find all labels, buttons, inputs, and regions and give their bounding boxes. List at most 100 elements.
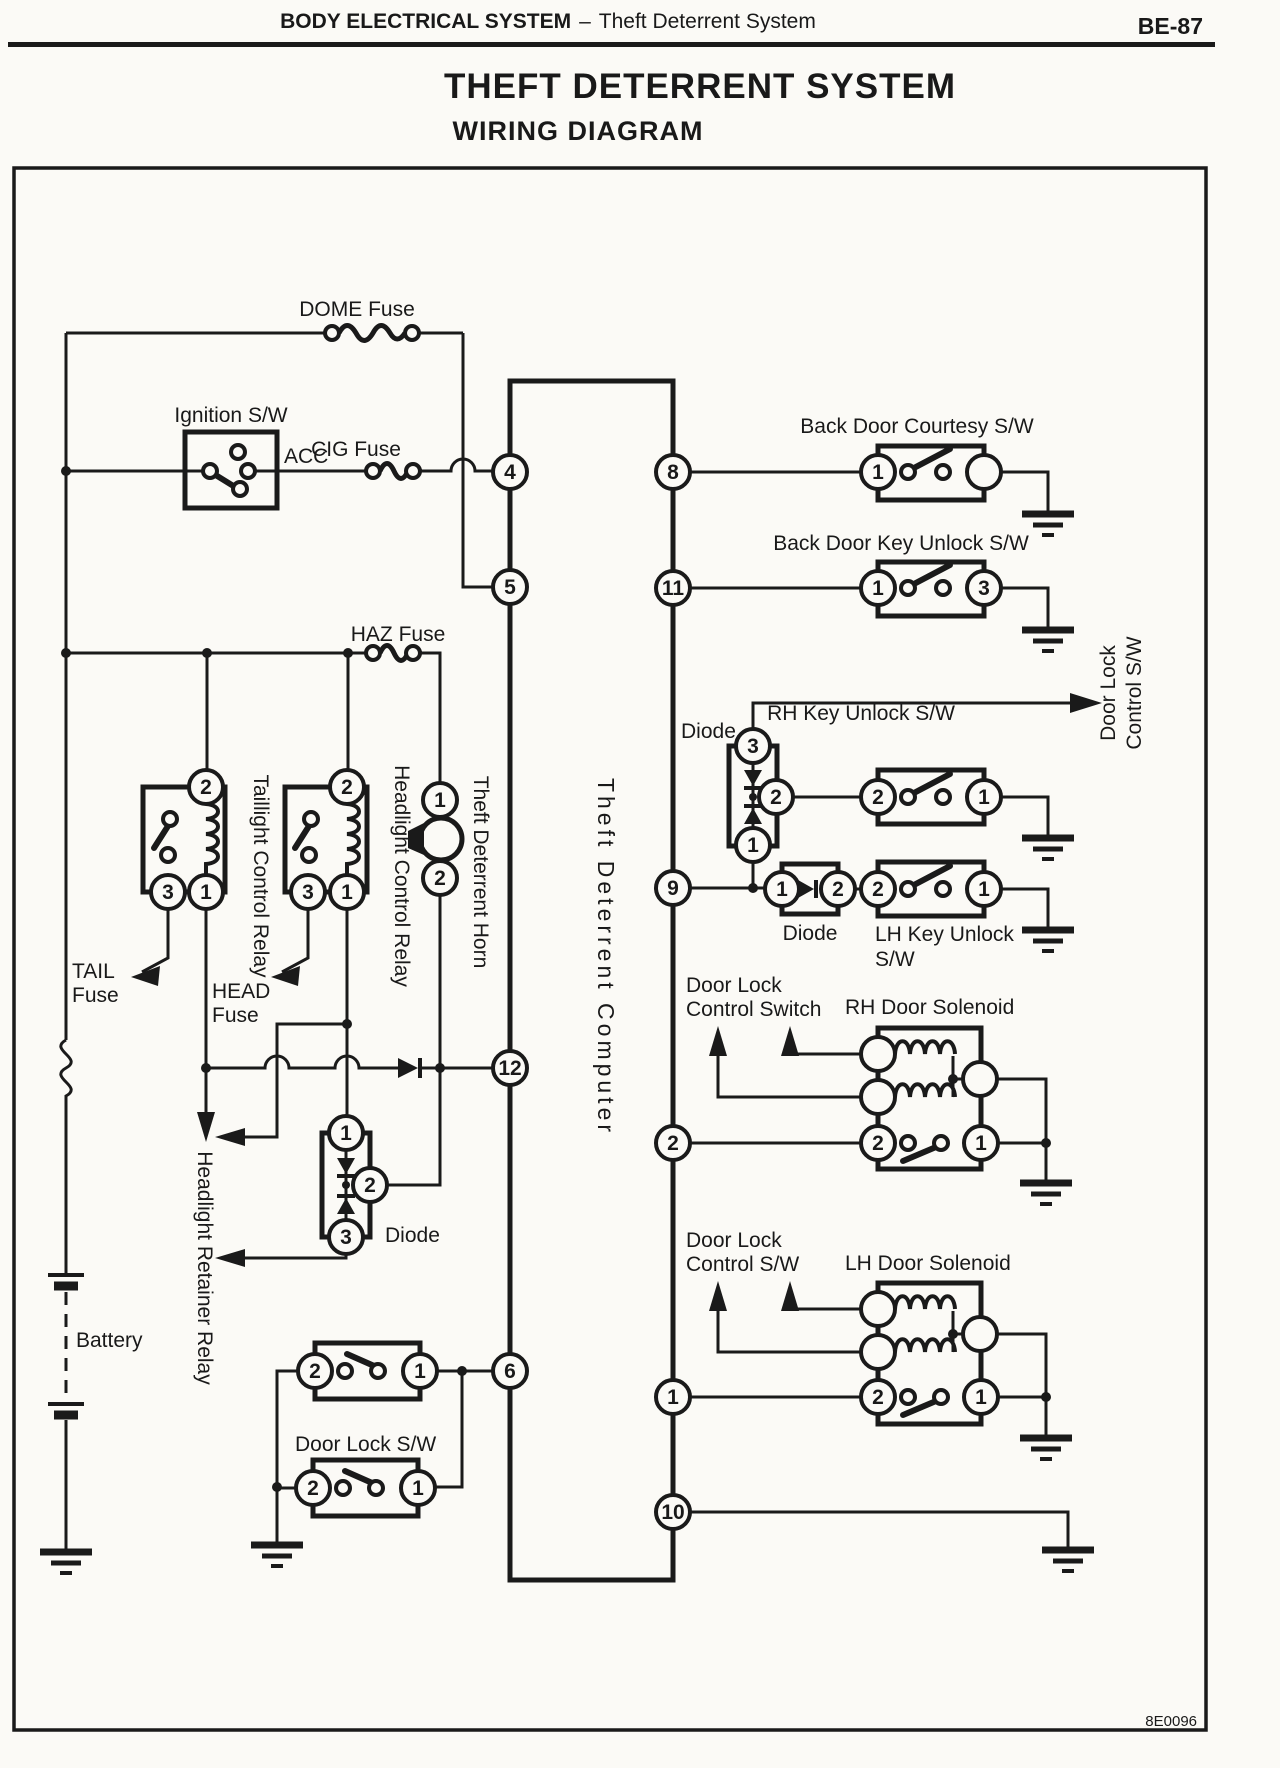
svg-text:Control S/W: Control S/W [686,1253,799,1276]
switch-pin-2: 2 [859,1378,897,1416]
diode-pin-2: 2 [351,1166,389,1204]
page-title: THEFT DETERRENT SYSTEM [444,67,956,106]
rh-key-unlock-switch: RH Key Unlock S/W 2 1 [767,702,1003,827]
svg-text:1: 1 [667,1386,679,1409]
solenoid-coil-icon [893,1039,957,1055]
svg-text:1: 1 [341,881,353,904]
lh-key-unlock-label-1: LH Key Unlock [875,923,1014,946]
lh-key-unlock-switch: 2 1 LH Key Unlock S/W [859,859,1014,971]
ground-icon [1020,1183,1072,1204]
svg-text:Door Lock: Door Lock [1097,645,1120,741]
svg-text:1: 1 [872,461,884,484]
arrow-up-dlcs-rh-2 [781,1026,799,1056]
diode-icon [337,1158,355,1174]
svg-text:6: 6 [504,1360,516,1383]
svg-text:Control S/W: Control S/W [1123,636,1146,749]
tail-fuse-label-1: TAIL [72,960,115,983]
svg-text:3: 3 [340,1226,352,1249]
lh-key-unlock-label-2: S/W [875,948,915,971]
theft-deterrent-computer: Theft Deterrent Computer 4 5 12 6 8 11 9… [491,378,692,1583]
diode-label: Diode [681,720,736,743]
svg-text:1: 1 [978,878,990,901]
switch-pin-2: 2 [859,1124,897,1162]
diode-pin-1: 1 [734,826,772,864]
header-rule [8,42,1215,47]
svg-text:Control Switch: Control Switch [686,998,821,1021]
arrow-left-retainer-2 [215,1249,245,1267]
terminal-11: 11 [654,569,692,607]
diode-to-pin12 [398,1058,422,1078]
switch-pin-3: 3 [965,569,1003,607]
terminal-12: 12 [491,1049,529,1087]
solenoid-port [859,1035,897,1073]
fusible-link-squiggle [59,1038,73,1273]
rh-key-unlock-label: RH Key Unlock S/W [767,702,955,725]
diode-pack-upper: Diode 3 2 1 [681,720,795,864]
switch-pin-1: 1 [962,1124,1000,1162]
svg-text:10: 10 [661,1501,684,1524]
relay-coil-icon [345,802,361,875]
svg-text:5: 5 [504,576,516,599]
relay-pin-2: 2 [187,768,225,806]
arrow-up-dlcs-lh-2 [781,1281,799,1311]
breadcrumb: BODY ELECTRICAL SYSTEM–Theft Deterrent S… [280,10,816,33]
svg-text:2: 2 [307,1477,319,1500]
svg-text:11: 11 [662,577,685,600]
ground-icon [1020,1438,1072,1459]
switch-pin-1: 1 [401,1352,439,1390]
svg-text:1: 1 [975,1386,987,1409]
diagram-border [12,166,1208,1732]
back-door-courtesy-label: Back Door Courtesy S/W [800,415,1034,438]
headlight-retainer-relay-label: Headlight Retainer Relay [193,1151,216,1385]
haz-fuse-label: HAZ Fuse [351,623,446,646]
arrow-tail-fuse [131,966,160,986]
diode-icon [744,770,762,786]
terminal-5: 5 [491,568,529,606]
arrow-left-retainer [215,1128,245,1146]
haz-fuse: HAZ Fuse [351,623,446,663]
svg-text:1: 1 [340,1122,352,1145]
svg-text:3: 3 [302,881,314,904]
head-fuse-label-2: Fuse [212,1004,259,1027]
door-lock-control-sw-annotation-lower: Door Lock Control S/W [686,1229,799,1276]
arrow-down-retainer [197,1112,215,1142]
svg-text:Door Lock: Door Lock [686,974,782,997]
cig-fuse: CIG Fuse [311,438,423,481]
switch-pin-2: 2 [296,1352,334,1390]
terminal-4: 4 [491,453,529,491]
switch-pin-1: 1 [859,569,897,607]
svg-text:2: 2 [832,878,844,901]
page-header: BODY ELECTRICAL SYSTEM–Theft Deterrent S… [8,10,1215,146]
terminal-9: 9 [654,869,692,907]
figure-code: 8E0096 [1145,1713,1197,1730]
cig-fuse-label: CIG Fuse [311,438,401,461]
ground-icon [1022,930,1074,951]
ground-icon [251,1545,303,1566]
ground-icon [1022,838,1074,859]
door-lock-control-switch-annotation: Door Lock Control Switch [686,974,821,1021]
diode-pin-1: 1 [327,1114,365,1152]
switch-pin-1: 1 [962,1378,1000,1416]
door-lock-switch-upper: 2 1 [296,1340,439,1402]
diode-icon [744,808,762,824]
ground-icon [1022,630,1074,651]
diode-pin-2: 2 [819,870,857,908]
back-door-courtesy-switch: Back Door Courtesy S/W 1 [800,415,1034,503]
svg-text:2: 2 [364,1174,376,1197]
arrow-up-dlcs-lh-1 [709,1281,727,1311]
solenoid-port [859,1290,897,1328]
page-subtitle: WIRING DIAGRAM [453,116,704,146]
svg-text:1: 1 [747,834,759,857]
diode-icon [398,1058,418,1078]
ignition-switch-label: Ignition S/W [174,404,287,427]
svg-text:2: 2 [872,1386,884,1409]
svg-text:2: 2 [200,776,212,799]
relay-pin-3: 3 [289,873,327,911]
junction-dots [61,466,1051,1492]
wires [59,331,1072,1550]
relay-pin-2: 2 [328,768,366,806]
page-number: BE-87 [1138,13,1203,39]
svg-text:4: 4 [504,461,516,484]
solenoid-coil-icon [893,1294,957,1310]
